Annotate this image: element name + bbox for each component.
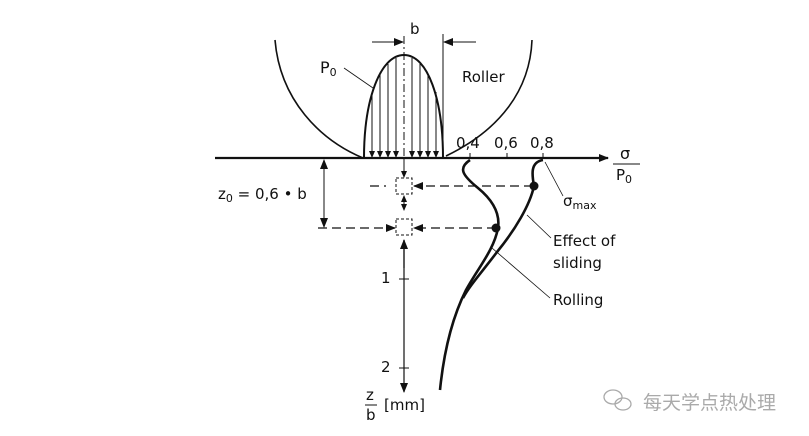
sliding-label: sliding	[553, 254, 602, 272]
depth-tick-1: 1	[381, 269, 391, 287]
sigma-label-den: P0	[616, 166, 632, 186]
z0-rest: = 0,6 • b	[232, 185, 307, 203]
p0-label: P0	[320, 58, 337, 79]
effect-of-label: Effect of	[553, 232, 616, 250]
rolling-curve	[438, 158, 500, 391]
z-label-den: b	[366, 406, 376, 424]
rolling-max-point	[491, 223, 501, 233]
p0-sub: 0	[329, 66, 337, 79]
element-box-2	[395, 218, 413, 236]
element-box-1	[395, 177, 413, 195]
roller-outline-right	[445, 39, 533, 157]
pressure-arrows	[369, 58, 439, 158]
sigma-max-point	[529, 181, 539, 191]
b-label: b	[410, 20, 420, 38]
rolling-label: Rolling	[553, 291, 604, 309]
z0-label: z0 = 0,6 • b	[218, 185, 307, 205]
depth-tick-2: 2	[381, 358, 391, 376]
sigma-den-main: P	[616, 166, 626, 184]
sigma-max-main: σ	[563, 192, 573, 210]
wechat-icon	[603, 389, 632, 411]
watermark: 每天学点热处理	[643, 392, 777, 414]
tick-label-0-6: 0,6	[494, 134, 518, 152]
z-label-num: z	[366, 386, 374, 404]
tick-label-0-8: 0,8	[530, 134, 554, 152]
p0-main: P	[320, 58, 330, 77]
sigma-max-label: σmax	[563, 192, 596, 212]
roller-outline	[274, 39, 364, 159]
z0-main: z	[218, 185, 226, 203]
sigma-den-sub: 0	[625, 173, 633, 186]
sigma-label-num: σ	[620, 144, 631, 163]
z-unit-label: [mm]	[384, 396, 425, 414]
roller-label: Roller	[462, 68, 505, 86]
z0-sub: 0	[225, 192, 233, 205]
sigma-max-sub: max	[572, 199, 597, 212]
tick-label-0-4: 0,4	[456, 134, 480, 152]
sliding-curve	[461, 158, 544, 299]
